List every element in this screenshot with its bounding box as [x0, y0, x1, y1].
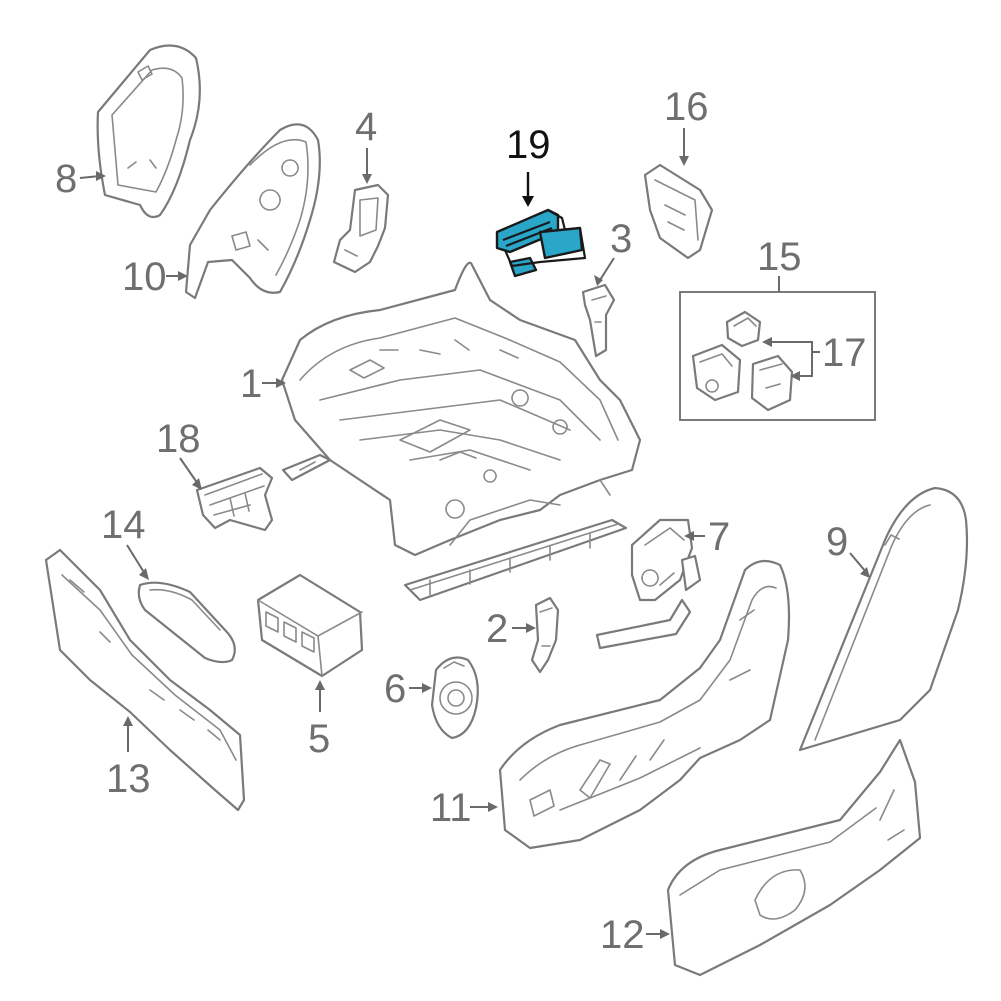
leader-lines: [79, 128, 870, 939]
callout-19: 19: [506, 123, 551, 167]
part-19-highlighted-bracket[interactable]: [495, 208, 587, 278]
part-11-side-shield[interactable]: [498, 559, 791, 850]
part-5-control-module[interactable]: [256, 573, 364, 678]
callout-4: 4: [355, 105, 377, 149]
callout-17: 17: [822, 331, 867, 375]
part-14-pad[interactable]: [137, 581, 236, 664]
callout-18: 18: [156, 417, 201, 461]
part-12-switch-panel[interactable]: [666, 738, 922, 977]
callout-14: 14: [101, 503, 146, 547]
part-10-side-trim[interactable]: [184, 123, 321, 300]
callout-13: 13: [106, 757, 151, 801]
callout-9: 9: [826, 520, 848, 564]
part-3-clip[interactable]: [581, 283, 616, 358]
callout-5: 5: [308, 717, 330, 761]
part-2-clip[interactable]: [530, 596, 560, 674]
callout-2: 2: [486, 607, 508, 651]
callout-6: 6: [384, 667, 406, 711]
callout-3: 3: [610, 217, 632, 261]
part-1-seat-frame[interactable]: [280, 261, 642, 602]
callout-12: 12: [600, 913, 645, 957]
callout-16: 16: [664, 85, 709, 129]
callout-11: 11: [430, 786, 472, 830]
callout-7: 7: [708, 515, 730, 559]
callout-15: 15: [757, 235, 802, 279]
part-8-backrest-cover[interactable]: [96, 44, 201, 219]
part-7-motor[interactable]: [595, 518, 702, 650]
part-6-lumbar-motor[interactable]: [430, 656, 479, 740]
part-9-back-panel[interactable]: [798, 486, 969, 752]
leader-line-19: [522, 172, 534, 207]
part-15-kit-box[interactable]: [679, 291, 876, 421]
callout-10: 10: [122, 255, 167, 299]
callout-1: 1: [240, 362, 262, 406]
part-13-lower-trim[interactable]: [44, 548, 246, 812]
callout-8: 8: [55, 157, 77, 201]
part-18-rail-cover[interactable]: [195, 466, 274, 532]
part-16-connector[interactable]: [643, 163, 714, 260]
part-4-bracket[interactable]: [332, 183, 390, 274]
